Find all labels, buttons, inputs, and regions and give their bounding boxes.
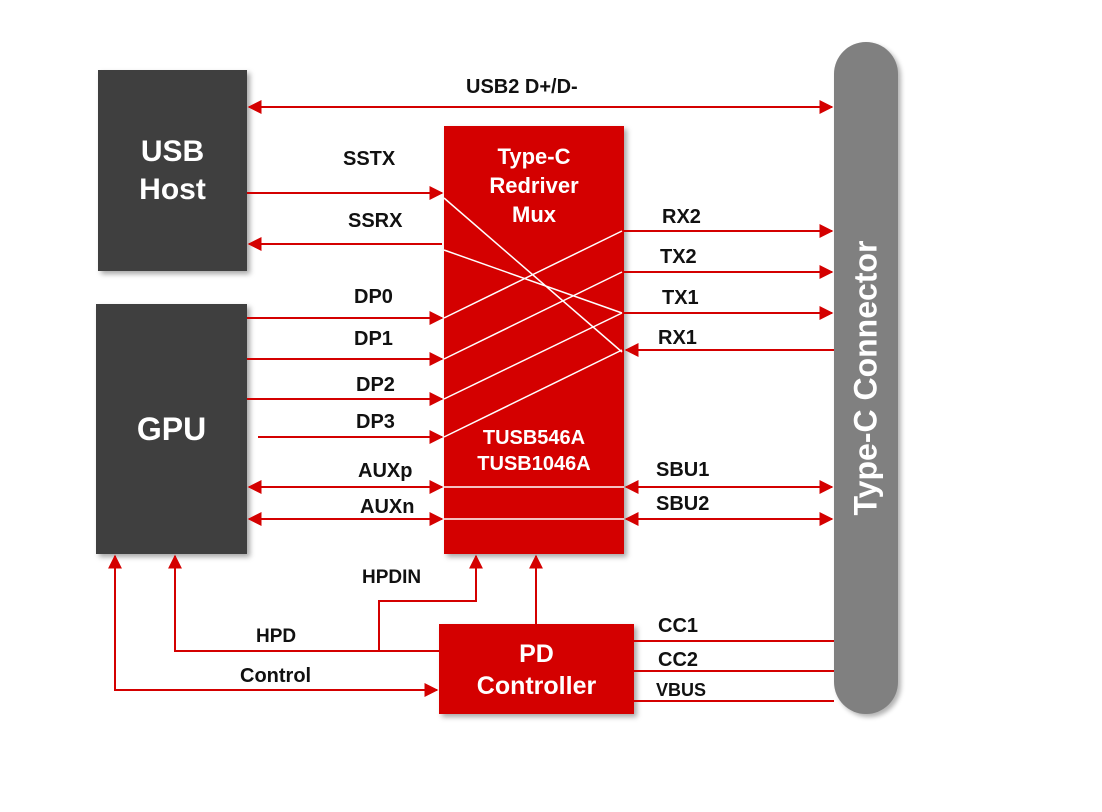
label-vbus: VBUS — [656, 680, 707, 700]
label-control: Control — [240, 665, 312, 687]
label-rx2: RX2 — [662, 206, 701, 228]
label-dp3: DP3 — [356, 411, 395, 433]
label-sstx: SSTX — [343, 148, 396, 170]
label-rx1: RX1 — [658, 327, 697, 349]
mux-cross-paths — [443, 197, 624, 520]
redriver-part-numbers: TUSB546A TUSB1046A — [477, 427, 591, 475]
usb-host-label: USB Host — [139, 135, 206, 206]
label-auxn: AUXn — [360, 496, 415, 518]
type-c-connector — [834, 42, 898, 714]
label-dp0: DP0 — [354, 286, 393, 308]
pd-controller-block — [439, 624, 634, 714]
label-ssrx: SSRX — [348, 210, 403, 232]
label-hpdin: HPDIN — [362, 567, 422, 588]
label-tx1: TX1 — [662, 287, 699, 309]
gpu-label: GPU — [136, 411, 207, 447]
label-dp2: DP2 — [356, 374, 395, 396]
redriver-mux-title: Type-C Redriver Mux — [489, 144, 579, 227]
label-dp1: DP1 — [354, 328, 393, 350]
label-cc1: CC1 — [658, 615, 699, 637]
label-usb2: USB2 D+/D- — [466, 76, 578, 98]
label-auxp: AUXp — [358, 460, 413, 482]
label-cc2: CC2 — [658, 649, 699, 671]
label-tx2: TX2 — [660, 246, 697, 268]
redriver-mux-block — [444, 126, 624, 554]
pd-controller-label: PD Controller — [476, 640, 597, 700]
label-sbu1: SBU1 — [656, 459, 710, 481]
usb-host-block — [98, 70, 247, 271]
control-line — [108, 554, 439, 697]
label-sbu2: SBU2 — [656, 493, 710, 515]
label-hpd: HPD — [256, 626, 297, 647]
gpu-block — [96, 304, 247, 554]
